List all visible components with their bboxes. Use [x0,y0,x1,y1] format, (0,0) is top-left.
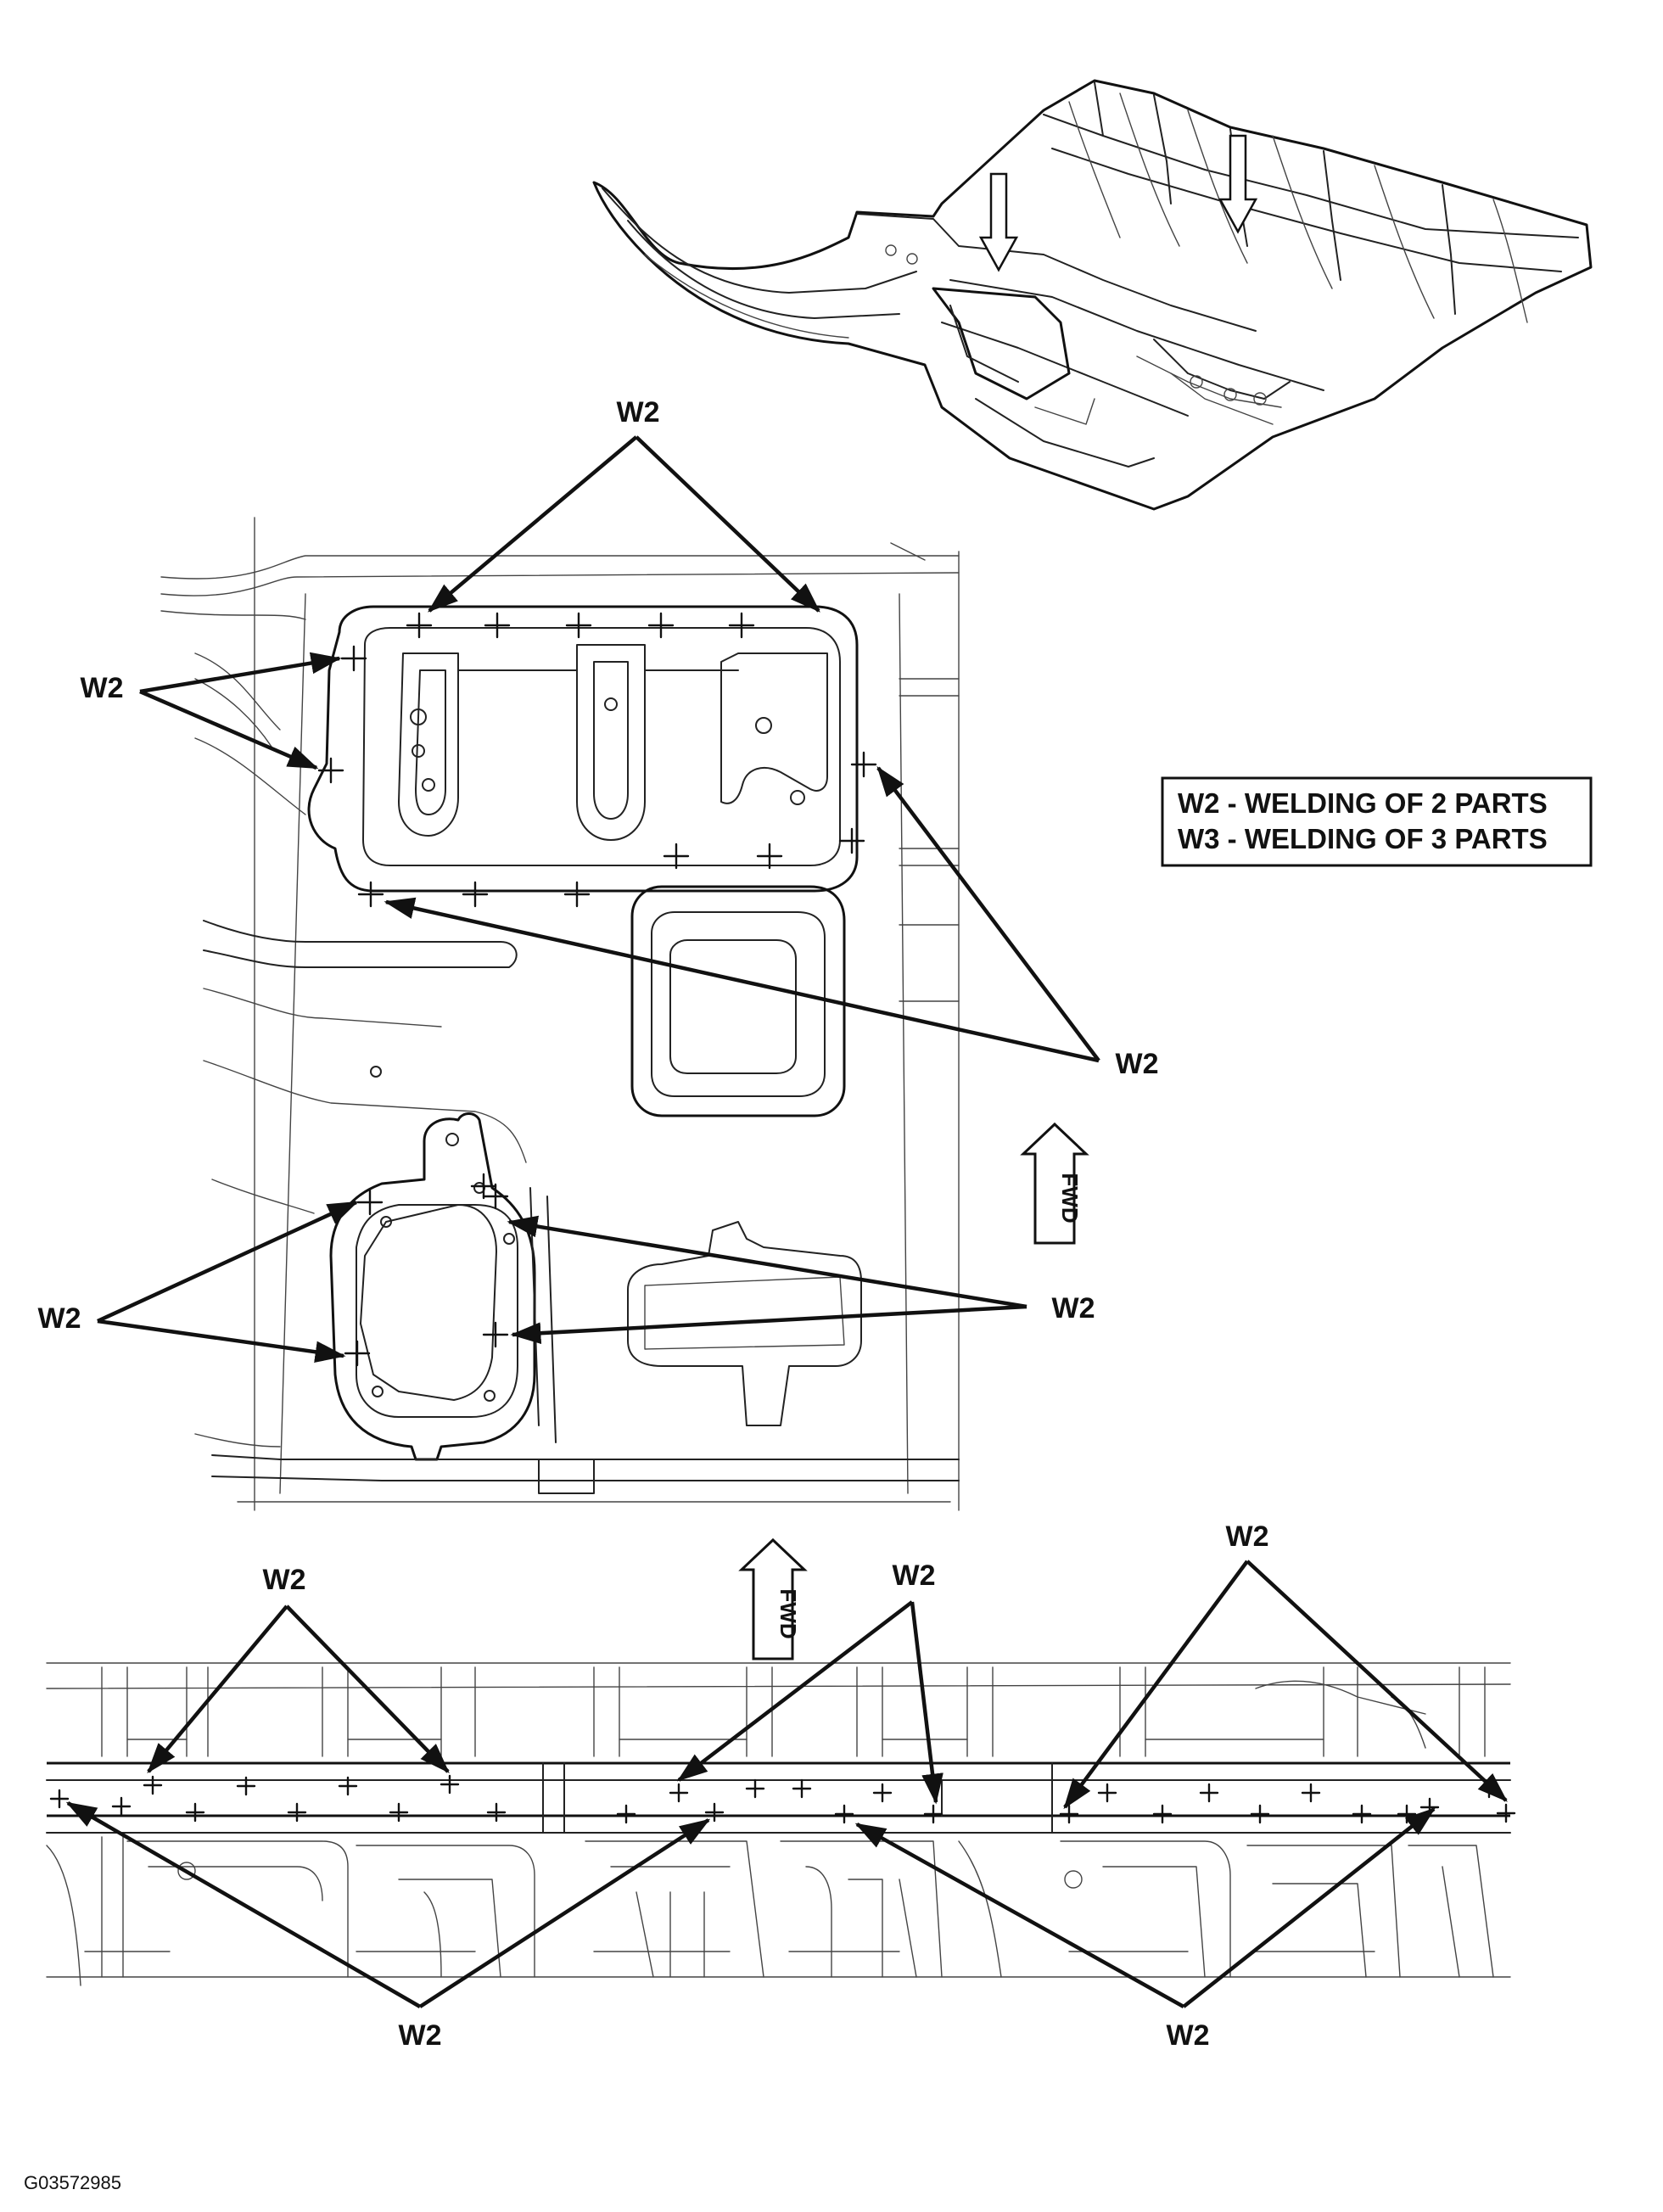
w2-label: W2 [1167,2019,1210,2052]
w2-label: W2 [399,2019,442,2052]
weld-legend: W2 - WELDING OF 2 PARTS W3 - WELDING OF … [1161,776,1593,867]
w2-label: W2 [38,1302,81,1335]
w2-label: W2 [617,396,660,428]
svg-text:FWD: FWD [776,1588,801,1638]
lower-detail-view [46,1662,1516,1986]
figure-id: G03572985 [24,2172,121,2193]
w2-label: W2 [893,1560,936,1592]
location-arrow-icon [978,172,1019,272]
location-arrow-icon [1218,134,1258,234]
floor-pan-overview-illustration [592,79,1593,511]
w2-label: W2 [1052,1292,1095,1324]
w2-label: W2 [1116,1048,1159,1080]
callout-leaders [65,435,1508,2008]
svg-text:FWD: FWD [1057,1173,1083,1223]
weld-points-middle [317,612,877,1367]
fwd-arrow-upper: FWD [1020,1122,1089,1245]
legend-w3: W3 - WELDING OF 3 PARTS [1178,823,1548,854]
w2-label: W2 [81,672,124,704]
w2-label: W2 [263,1564,306,1596]
callout-labels: W2 W2 W2 W2 W2 W2 W2 W2 W2 W2 [38,396,1269,2052]
w2-label: W2 [1226,1520,1269,1553]
weld-points-lower [49,1774,1516,1824]
fwd-arrow-lower: FWD [738,1537,808,1660]
legend-w2: W2 - WELDING OF 2 PARTS [1178,787,1548,819]
